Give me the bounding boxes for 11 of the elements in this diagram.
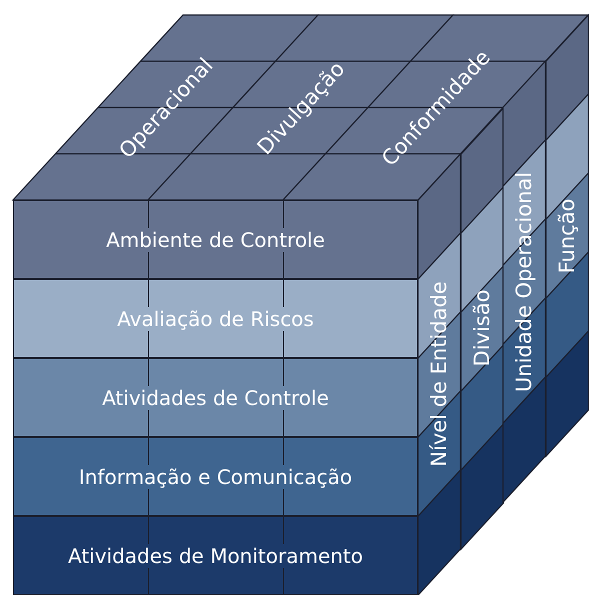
- layer-band: [13, 279, 418, 358]
- slice-label: Nível de Entidade: [427, 282, 452, 468]
- layer-band: [13, 516, 418, 595]
- side-face-slice: [503, 61, 546, 502]
- layer-band: [13, 437, 418, 516]
- slice-label: Função: [554, 198, 579, 274]
- slice-label: Unidade Operacional: [512, 172, 536, 392]
- layer-band: [13, 358, 418, 437]
- side-face-slice: [546, 15, 588, 456]
- slice-label: Divisão: [470, 290, 494, 367]
- layer-band: [13, 200, 418, 279]
